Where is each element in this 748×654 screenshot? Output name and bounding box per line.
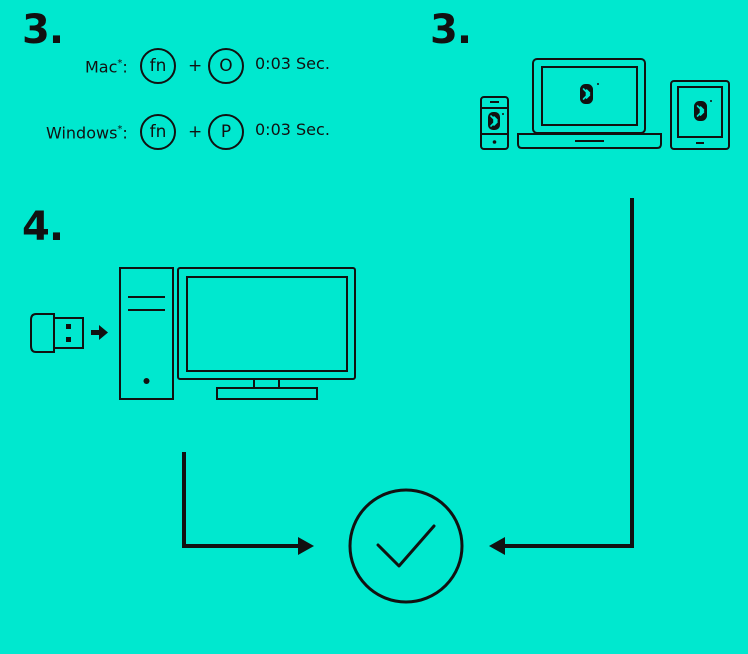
monitor-icon: [177, 267, 356, 400]
key-fn: fn: [140, 114, 176, 150]
footnote-mark-mac: *: [117, 58, 123, 69]
arrow-right-icon: [91, 325, 108, 340]
step-number-right: 3.: [430, 7, 472, 53]
laptop-icon: [517, 58, 662, 149]
phone-icon: [480, 96, 509, 150]
plus-sign: +: [188, 56, 203, 76]
key-p: P: [208, 114, 244, 150]
os-label-windows: Windows*:: [46, 120, 128, 143]
key-fn: fn: [140, 48, 176, 84]
footnote-mark-windows: *: [117, 124, 123, 135]
usb-receiver-icon: [30, 313, 84, 353]
plus-sign: +: [188, 122, 203, 142]
bluetooth-icon: [580, 83, 599, 104]
flow-arrow-left: [182, 452, 314, 555]
key-o: O: [208, 48, 244, 84]
separator-mac: :: [122, 57, 128, 77]
duration-windows: 0:03 Sec.: [255, 120, 330, 139]
desktop-tower-icon: [119, 267, 174, 400]
bluetooth-icon: [488, 112, 504, 130]
checkmark-circle-icon: [348, 488, 464, 604]
os-name-windows: Windows: [46, 123, 118, 143]
os-label-mac: Mac*:: [85, 54, 128, 77]
separator-windows: :: [122, 123, 128, 143]
step-number-receiver: 4.: [22, 204, 64, 250]
duration-mac: 0:03 Sec.: [255, 54, 330, 73]
tablet-icon: [670, 80, 730, 150]
flow-arrow-right: [489, 198, 634, 555]
step-number-left: 3.: [22, 7, 64, 53]
bluetooth-icon: [694, 100, 712, 121]
os-name-mac: Mac: [85, 57, 118, 77]
